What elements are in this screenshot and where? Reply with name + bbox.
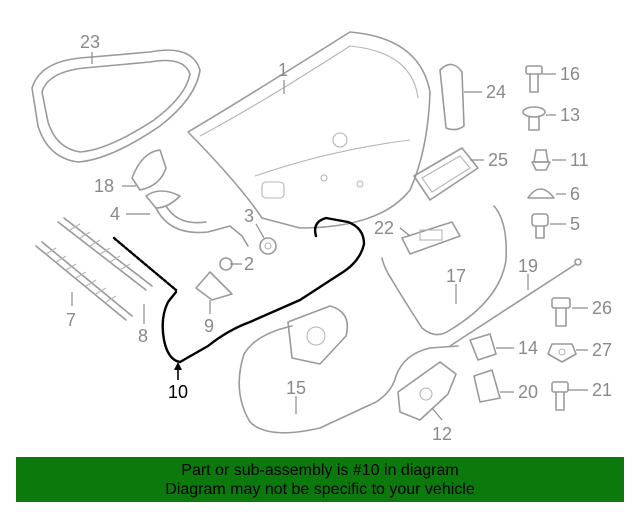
bracket-part-18: [131, 149, 167, 191]
bowden-cable-part-10: [161, 216, 366, 364]
part-info-banner: Part or sub-assembly is #10 in diagram D…: [16, 457, 624, 502]
callout-22: 22: [374, 218, 394, 238]
handle-switch-part: [401, 221, 461, 255]
bracket-part-14: [469, 333, 497, 361]
bracket-part-9: [195, 271, 233, 301]
callout-25: 25: [488, 150, 508, 170]
bolt-part-13: [522, 106, 546, 131]
hinge-part: [145, 190, 249, 247]
callout-8: 8: [138, 326, 148, 346]
callout-5: 5: [570, 214, 580, 234]
callout-19: 19: [518, 256, 538, 276]
callout-21: 21: [592, 380, 612, 400]
callout-4: 4: [110, 204, 120, 224]
callout-labels: 23 1 24 16 13 25 11 18 4 3 6 22 5 2 7 8 …: [66, 32, 612, 444]
trunk-lid-part: [187, 31, 431, 229]
wiring-harness-part-17: [381, 205, 508, 336]
callout-6: 6: [570, 184, 580, 204]
callout-23: 23: [80, 32, 100, 52]
callout-14: 14: [518, 338, 538, 358]
parts-diagram: 23 1 24 16 13 25 11 18 4 3 6 22 5 2 7 8 …: [31, 31, 612, 444]
callout-18: 18: [94, 176, 114, 196]
callout-12: 12: [432, 424, 452, 444]
callout-26: 26: [592, 298, 612, 318]
callout-2: 2: [244, 254, 254, 274]
bolt-part-16: [525, 65, 543, 93]
callout-16: 16: [560, 64, 580, 84]
clip-part-11: [531, 149, 551, 171]
callout-3: 3: [244, 206, 254, 226]
callout-10-arrow: [174, 362, 182, 380]
latch-motor-part: [287, 305, 349, 365]
license-lamp-housing-part: [413, 147, 479, 201]
plug-part-5: [531, 213, 549, 239]
callout-11: 11: [570, 150, 589, 170]
latch-part-12: [397, 361, 457, 421]
callout-24: 24: [486, 82, 506, 102]
cable-part-15: [238, 325, 459, 434]
callout-17: 17: [446, 266, 466, 286]
callout-10: 10: [168, 382, 188, 402]
callout-20: 20: [518, 382, 538, 402]
gas-strut-part: [35, 217, 153, 321]
trim-cap-part: [439, 63, 465, 131]
bushing-part-3: [259, 237, 277, 255]
callout-13: 13: [560, 105, 580, 125]
callout-15: 15: [286, 378, 306, 398]
screw-part-26: [551, 297, 571, 327]
bracket-part-20: [473, 369, 501, 403]
callout-1: 1: [278, 60, 288, 80]
callout-9: 9: [204, 316, 214, 336]
nut-part-27: [547, 343, 577, 363]
bumper-stop-part: [527, 188, 555, 199]
spring-part-8: [112, 236, 178, 292]
banner-line-disclaimer: Diagram may not be specific to your vehi…: [165, 481, 475, 498]
bolt-part-21: [551, 381, 569, 411]
release-cable-part-19: [449, 258, 582, 347]
trunk-seal-part: [31, 49, 201, 163]
leader-lines: [71, 52, 588, 421]
callout-27: 27: [592, 340, 612, 360]
banner-line-part-number: Part or sub-assembly is #10 in diagram: [181, 462, 459, 479]
callout-7: 7: [66, 310, 76, 330]
